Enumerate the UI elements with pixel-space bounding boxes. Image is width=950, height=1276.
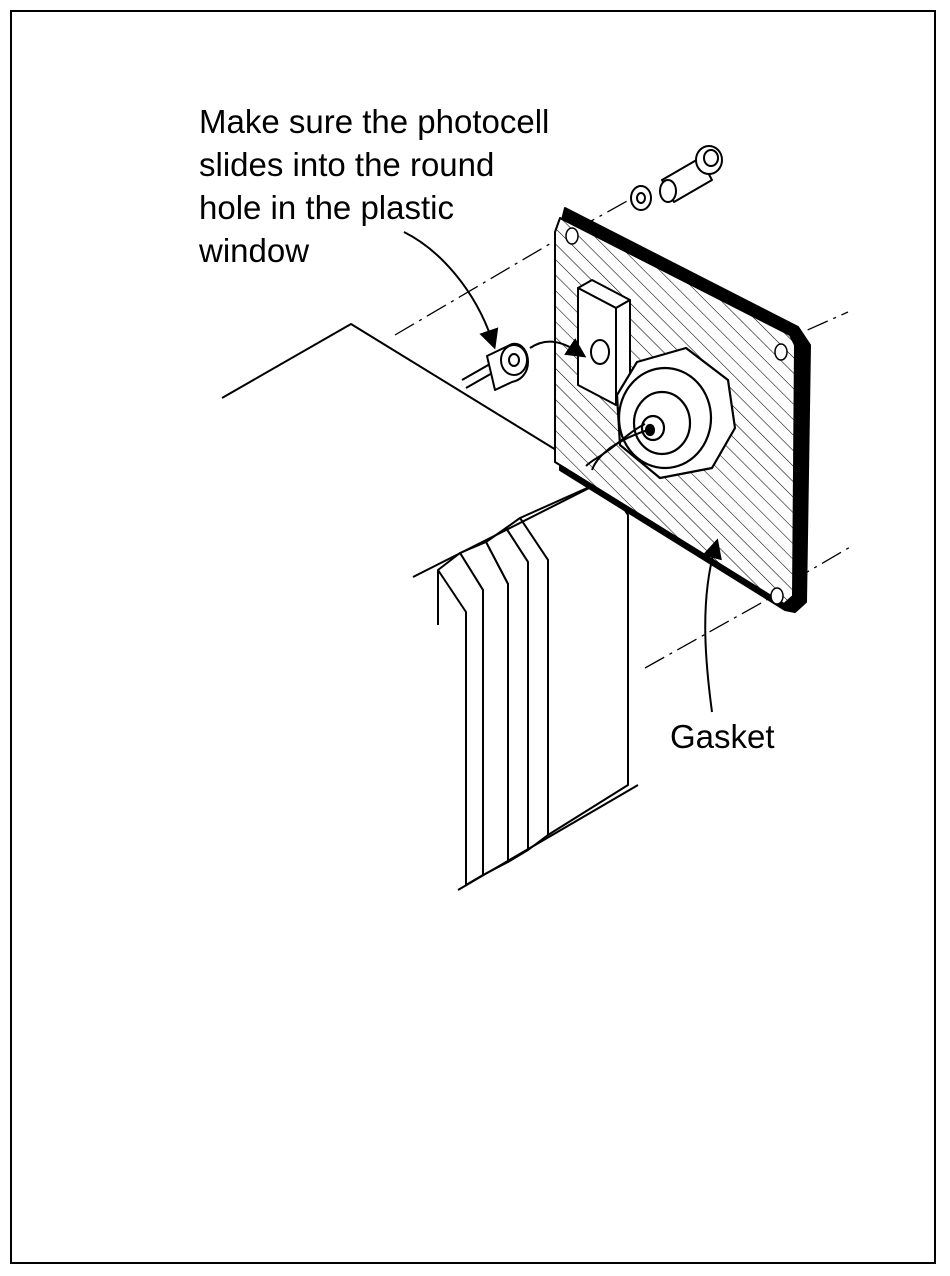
photocell-callout: Make sure the photocell slides into the …: [199, 100, 549, 272]
mounting-hole: [771, 588, 783, 604]
callout-line: hole in the plastic: [199, 186, 549, 229]
mounting-hole: [775, 344, 787, 360]
callout-line: window: [199, 229, 549, 272]
round-hole: [591, 340, 609, 364]
gasket-callout: Gasket: [670, 715, 775, 758]
gasket-label: Gasket: [670, 715, 775, 758]
washer: [631, 186, 651, 210]
screw: [660, 146, 722, 202]
mounting-hole: [566, 228, 578, 244]
callout-line: Make sure the photocell: [199, 100, 549, 143]
photocell: [462, 344, 528, 390]
callout-line: slides into the round: [199, 143, 549, 186]
